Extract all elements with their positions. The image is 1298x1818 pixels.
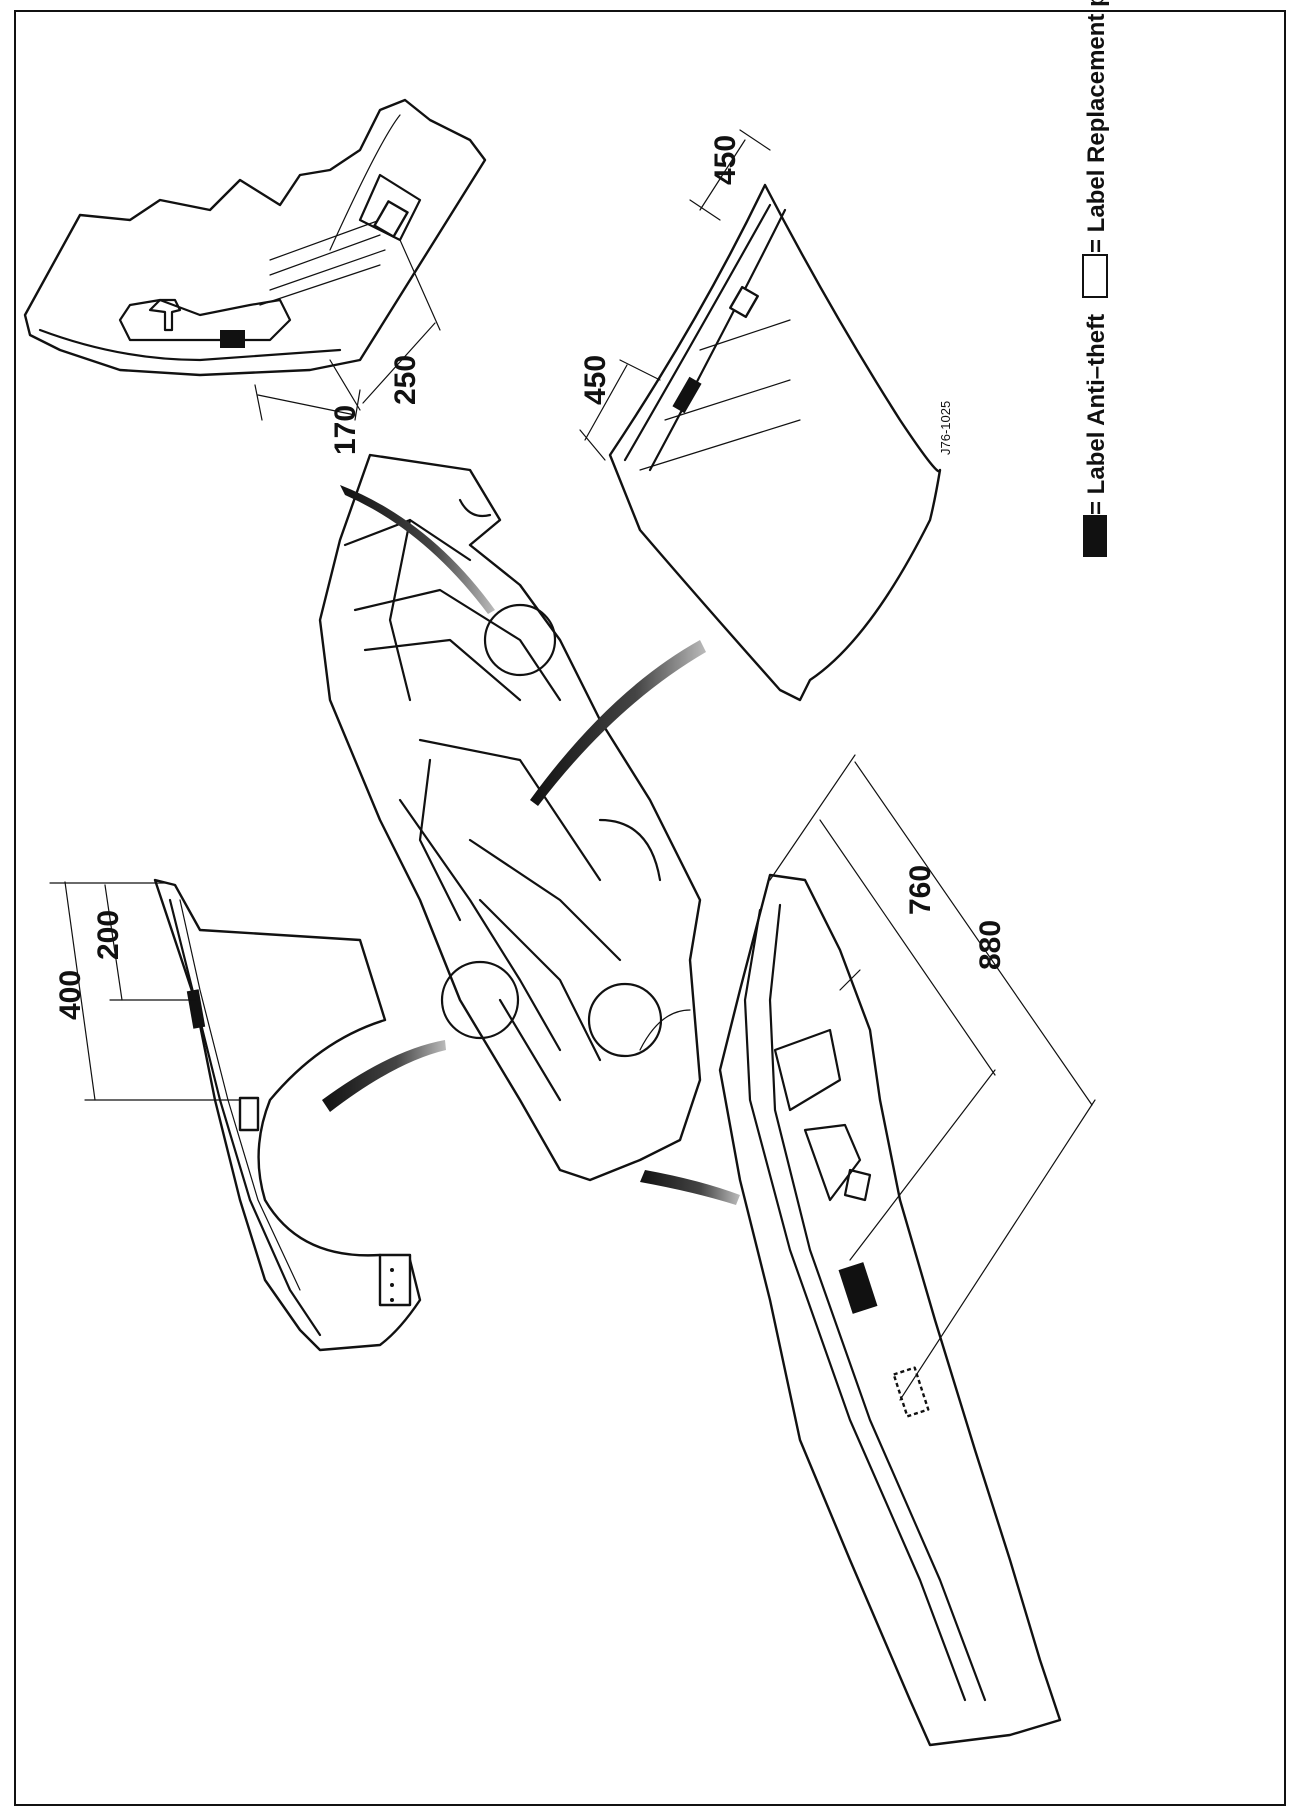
dim-760: 760 [904,865,937,915]
figure-frame [14,10,1286,1806]
arrow-door [640,1170,740,1205]
dim-hood-left: 450 [579,355,612,405]
car-body-illustration [318,453,702,1182]
legend-replacement-text: = Label Replacement part [1083,0,1110,253]
replacement-label-door [892,1366,930,1418]
arrow-hood [530,640,706,806]
hood-dimensions: 450 450 [579,129,771,461]
door-panel-illustration [718,873,1062,1747]
anti-theft-label-door [838,1262,878,1314]
front-fender-illustration [153,878,422,1352]
door-dimensions: 760 880 [769,754,1096,1401]
anti-theft-label-hood [672,376,702,414]
replacement-label-fender [238,1096,260,1132]
dim-250: 250 [389,355,422,405]
fender-bracket [378,1253,412,1307]
anti-theft-label-fender [186,989,206,1029]
callout-arrows [322,485,740,1205]
figure-code: J76-1025 [938,401,953,455]
replacement-label-hood [729,285,759,319]
dim-hood-right: 450 [709,135,742,185]
rear-quarter-dimensions: 170 250 [254,239,441,455]
dim-200: 200 [92,910,125,960]
anti-theft-label-rear-quarter [220,330,245,348]
legend-anti-theft-text: = Label Anti–theft [1083,314,1110,515]
arrow-rear-quarter [340,485,495,614]
rear-quarter-panel-illustration [23,98,487,377]
hood-illustration: J76-1025 [608,183,953,702]
dim-880: 880 [974,920,1007,970]
legend: = Label Anti–theft = Label Replacement p… [1082,0,1110,557]
replacement-label-rear-quarter [373,200,409,238]
fender-dimensions: 400 200 [49,881,241,1101]
legend-replacement-swatch [1082,254,1108,298]
dim-400: 400 [54,970,87,1020]
legend-anti-theft-swatch [1083,515,1107,557]
dim-170: 170 [329,405,362,455]
arrow-front-fender [322,1040,446,1112]
